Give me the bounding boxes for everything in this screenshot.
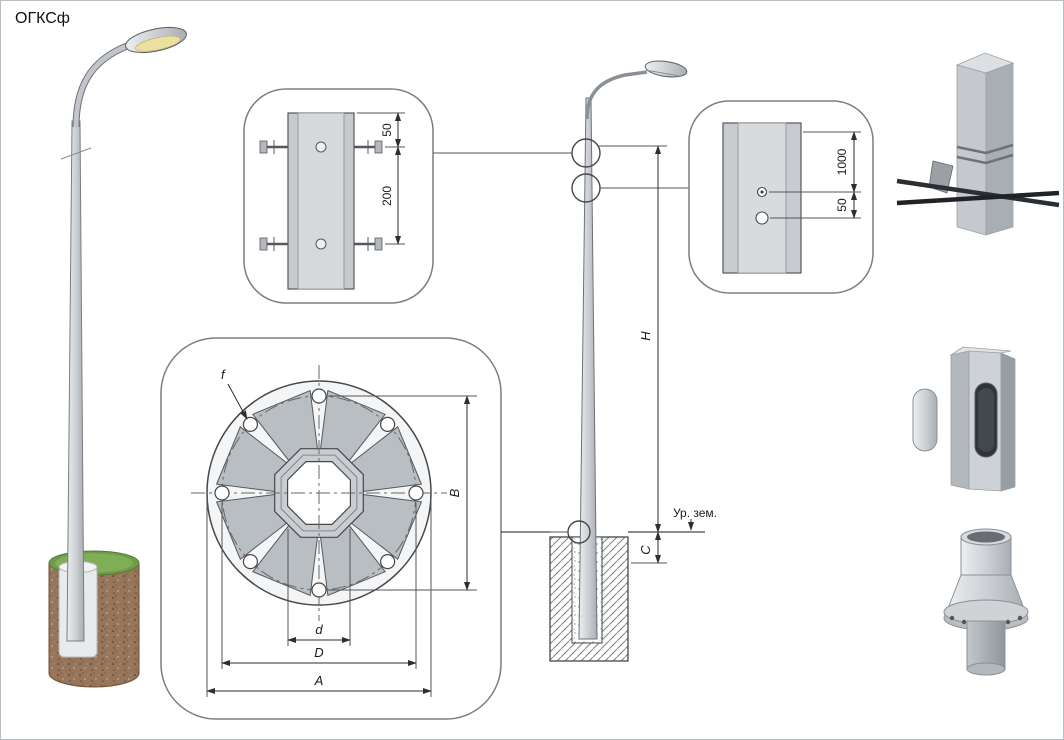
door-3d-render (912, 346, 1016, 492)
top-mount-detail-callout: 50 200 (243, 88, 572, 304)
cable-1 (896, 178, 1060, 208)
pole-shaft (66, 120, 85, 642)
pole-elevation: Ур. зем. H C (501, 60, 717, 662)
pole-section-face (737, 122, 787, 274)
detail-marker-base (567, 520, 591, 544)
dim-C-label: C (638, 545, 653, 555)
pole-octagon-wall (280, 454, 358, 532)
pole-break-mark (60, 147, 92, 160)
clamp-bolt-upper (259, 140, 383, 154)
clamp-band-upper (956, 143, 1014, 155)
entry-hole-lower (755, 211, 769, 225)
dim-50-label: 50 (380, 123, 394, 137)
door-opening-inner (978, 388, 994, 452)
ground-level-label: Ур. зем. (673, 506, 717, 520)
cable-entry-detail-callout: 1000 50 (688, 100, 874, 294)
dim-B-label: B (447, 488, 462, 497)
bracket-arm (585, 70, 648, 120)
luminaire-lens (134, 35, 181, 52)
door-plate (912, 388, 938, 452)
shell-bottom (966, 662, 1006, 676)
clamp-3d-render (896, 52, 1060, 236)
bracket-arm (73, 43, 128, 128)
shell-top-opening (967, 531, 1005, 543)
dim-H-label: H (638, 331, 653, 341)
luminaire-head (125, 26, 187, 54)
shell-flange (943, 599, 1029, 625)
hole-f-leader (227, 383, 248, 420)
detail-marker-upper (571, 138, 601, 168)
hole-f-label: f (221, 367, 226, 382)
pole-3d-render (48, 26, 187, 688)
dim-1000-label: 1000 (835, 148, 849, 175)
pole-shaft (578, 97, 598, 640)
clamp-band-lower (956, 153, 1014, 165)
product-title: ОГКСф (15, 10, 70, 27)
entry-hole-upper-center (760, 190, 764, 194)
dim-A-label: A (314, 673, 324, 688)
dim-D-label: D (314, 645, 323, 660)
shell-lower-tube (966, 620, 1006, 670)
luminaire-head (644, 60, 688, 78)
bolt-holes (214, 388, 424, 598)
cable-2 (896, 190, 1060, 206)
flange-plan-callout: f B d D A (160, 337, 568, 720)
dim-d-label: d (315, 622, 323, 637)
dim-200-label: 200 (380, 186, 394, 206)
base-3d-render (943, 528, 1029, 676)
clamp-bolt-lower (259, 237, 383, 251)
pole-section-face (297, 112, 345, 290)
dim-50-label: 50 (835, 198, 849, 212)
